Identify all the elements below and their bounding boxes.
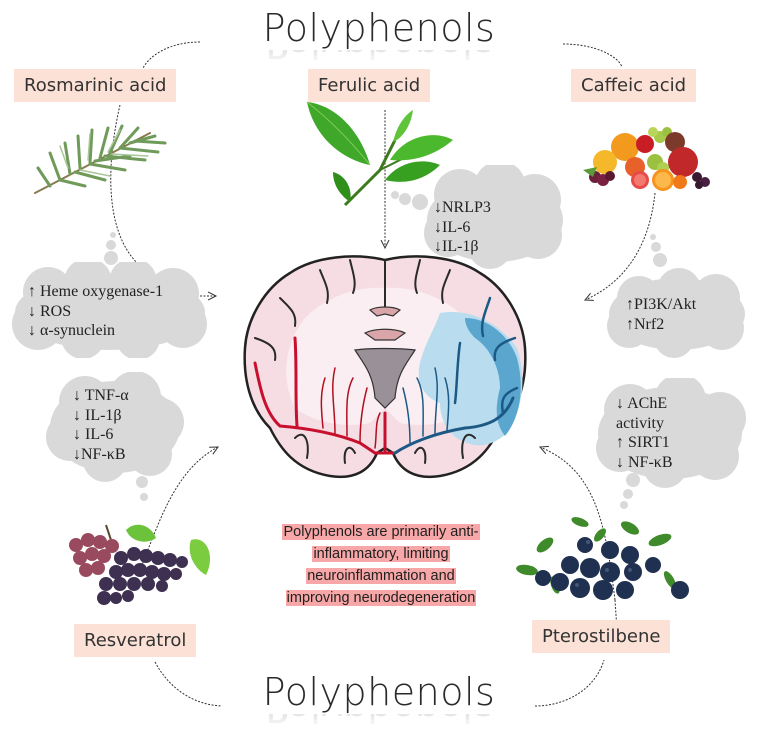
summary-line: Polyphenols are primarily anti- (282, 524, 480, 540)
effect-item: ↑ SIRT1 (616, 434, 670, 451)
blueberries-icon (516, 517, 689, 600)
effect-item: ↓NF-κB (73, 445, 126, 463)
label-rosmarinic-acid: Rosmarinic acid (14, 69, 177, 102)
effect-item: ↑ Heme oxygenase-1 (28, 283, 164, 300)
effect-item: ↓ NF-κB (616, 453, 673, 471)
label-resveratrol: Resveratrol (74, 624, 197, 657)
mixed-fruits-icon (583, 127, 710, 191)
effect-item: ↓IL-6 (434, 218, 471, 236)
summary-line: neuroinflammation and (306, 568, 456, 584)
effect-item: ↑Nrf2 (626, 315, 665, 333)
label-caffeic-acid: Caffeic acid (571, 69, 697, 102)
title-bottom-reflection: Polyphenols (249, 714, 509, 730)
effects-cloud-caffeic: ↑PI3K/Akt ↑Nrf2 (604, 268, 750, 358)
label-pterostilbene: Pterostilbene (532, 620, 671, 653)
effects-cloud-pterostilbene: ↓ AChE activity ↑ SIRT1 ↓ NF-κB (590, 378, 750, 488)
effect-item: ↑PI3K/Akt (626, 296, 697, 313)
title-top: Polyphenols (262, 6, 496, 50)
title-top-reflection: Polyphenols (249, 50, 509, 66)
effects-cloud-resveratrol: ↓ TNF-α ↓ IL-1β ↓ IL-6 ↓NF-κB (40, 372, 190, 482)
effect-item: ↓NRLP3 (434, 199, 491, 216)
effect-item: ↓ IL-1β (73, 406, 122, 424)
effect-item: ↓ TNF-α (73, 387, 129, 404)
effect-item: ↓ IL-6 (73, 426, 114, 443)
label-ferulic-acid: Ferulic acid (308, 69, 431, 102)
summary-text: Polyphenols are primarily anti- inflamma… (236, 521, 526, 609)
effect-item: activity (616, 414, 664, 432)
effects-cloud-ferulic: ↓NRLP3 ↓IL-6 ↓IL-1β (420, 165, 570, 270)
effect-item: ↓ AChE (616, 395, 668, 412)
summary-line: improving neurodegeneration (285, 590, 477, 606)
brain-coronal-section-icon (243, 255, 527, 479)
green-tea-leaf-icon (306, 101, 453, 207)
rosemary-sprig-icon (34, 124, 167, 194)
effects-cloud-rosmarinic: ↑ Heme oxygenase-1 ↓ ROS ↓ α-synuclein (8, 262, 213, 358)
effect-item: ↓ ROS (28, 302, 72, 320)
title-bottom: Polyphenols (262, 670, 496, 714)
effect-item: ↓ α-synuclein (28, 322, 116, 339)
effect-item: ↓IL-1β (434, 238, 479, 255)
grapes-icon (69, 524, 211, 605)
summary-line: inflammatory, limiting (312, 546, 450, 562)
